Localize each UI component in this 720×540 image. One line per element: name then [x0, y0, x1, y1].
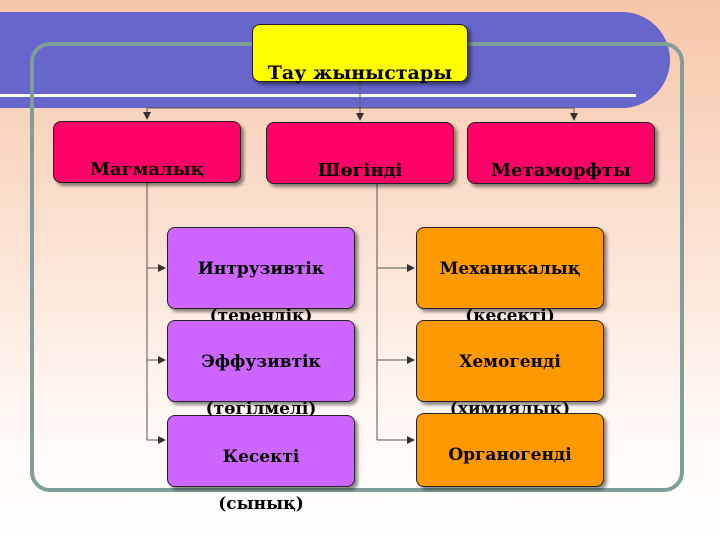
- root-label: Тау жыныстары: [267, 62, 453, 84]
- node-title: Интрузивтік: [197, 259, 325, 279]
- sedimentary-chemogenic: Хемогенді (химиялық): [416, 320, 604, 419]
- node-subtitle: (сынық): [218, 494, 304, 514]
- node-title: Механикалық: [439, 259, 581, 279]
- magmatic-intrusive: Интрузивтік (тереңдік): [167, 227, 355, 326]
- category-label: Магмалық: [89, 159, 205, 180]
- category-sedimentary: Шөгінді: [266, 122, 454, 184]
- node-title: Эффузивтік: [201, 352, 321, 372]
- node-title: Хемогенді: [459, 352, 561, 372]
- category-label: Шөгінді: [317, 160, 403, 181]
- category-metamorphic: Метаморфты: [467, 122, 655, 184]
- banner-underline: [0, 94, 636, 97]
- magmatic-effusive: Эффузивтік (төгілмелі): [167, 320, 355, 419]
- category-magmatic: Магмалық: [53, 121, 241, 183]
- node-title: Органогенді: [448, 445, 572, 465]
- sedimentary-organogenic: Органогенді: [416, 413, 604, 487]
- node-subtitle: (төгілмелі): [205, 399, 317, 419]
- magmatic-clastic: Кесекті (сынық): [167, 415, 355, 514]
- root-node: Тау жыныстары: [252, 24, 468, 84]
- category-label: Метаморфты: [491, 160, 631, 181]
- node-title: Кесекті: [222, 447, 300, 467]
- sedimentary-mechanical: Механикалық (кесекті): [416, 227, 604, 326]
